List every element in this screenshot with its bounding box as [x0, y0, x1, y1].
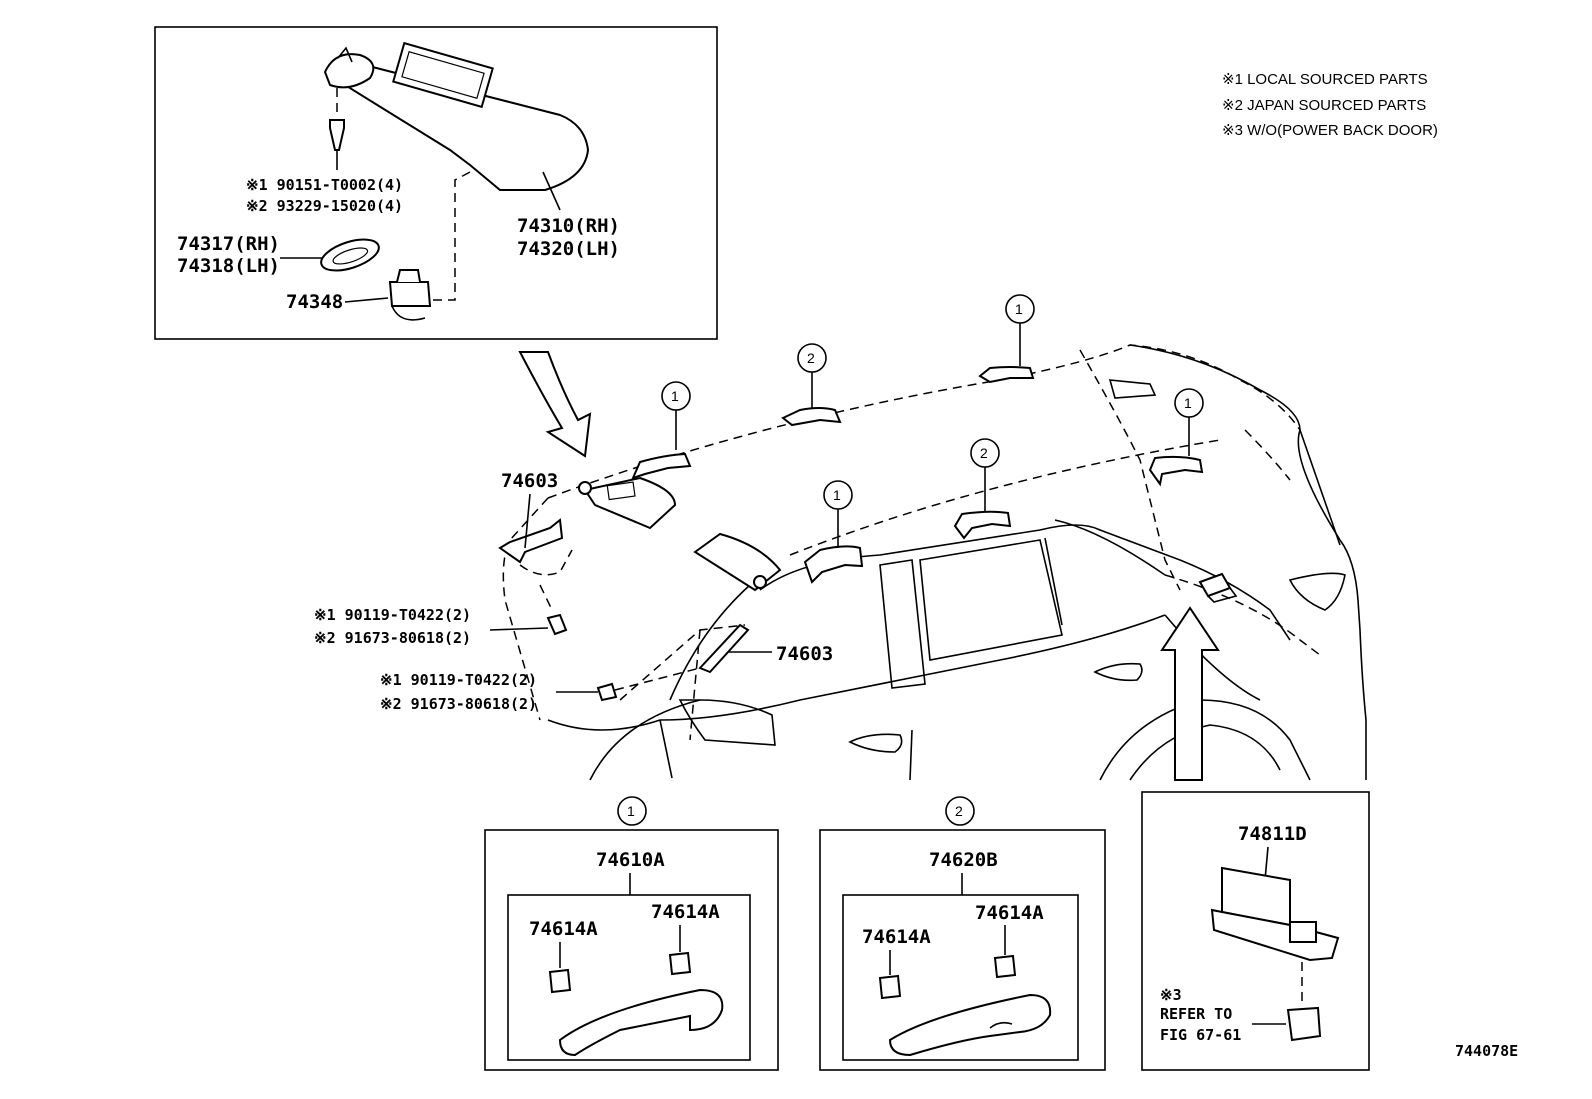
detail-3-note-line2: FIG 67-61	[1160, 1026, 1241, 1044]
svg-text:1: 1	[671, 388, 679, 404]
bolt-b-japan-part-number: ※2 91673-80618(2)	[380, 695, 537, 713]
callout-1-marker	[1005, 294, 1035, 324]
detail-2-clip-left-part-number: 74614A	[862, 926, 931, 948]
detail-2-callout	[945, 796, 975, 826]
visor-lh-part-number: 74320(LH)	[517, 238, 620, 260]
notes-legend: ※1 LOCAL SOURCED PARTS ※2 JAPAN SOURCED …	[1222, 71, 1438, 139]
svg-text:2: 2	[807, 350, 815, 366]
detail-3-part-number: 74811D	[1238, 823, 1307, 845]
holder-part-number: 74348	[286, 291, 343, 313]
svg-text:2: 2	[980, 445, 988, 461]
detail-1-clip-left-part-number: 74614A	[529, 918, 598, 940]
cover-rh-part-number: 74317(RH)	[177, 233, 280, 255]
svg-text:1: 1	[1015, 301, 1023, 317]
switch-location-arrow	[1160, 606, 1220, 781]
screw-local-part-number: ※1 90151-T0002(4)	[246, 176, 403, 194]
sun-visor-detail-frame	[154, 26, 718, 340]
detail-3-frame	[1141, 791, 1370, 1071]
svg-text:1: 1	[627, 803, 635, 819]
detail-2-clip-right-part-number: 74614A	[975, 902, 1044, 924]
detail-1-assembly-part-number: 74610A	[596, 849, 665, 871]
callout-2-marker	[970, 438, 1000, 468]
figure-id: 744078E	[1455, 1042, 1518, 1060]
detail-2-grip-drawing	[888, 993, 1052, 1057]
svg-text:1: 1	[1184, 395, 1192, 411]
cover-lh-part-number: 74318(LH)	[177, 255, 280, 277]
callout-1-marker	[823, 480, 853, 510]
callout-2-marker	[797, 343, 827, 373]
visor-location-arrow	[518, 351, 592, 458]
detail-2-assist-grip: 2 74620B 74614A 74614A	[819, 796, 1106, 1071]
detail-1-assist-grip: 1 74610A 74614A 74614A	[484, 796, 779, 1071]
detail-1-frame	[484, 829, 779, 1071]
visor-rh-part-number: 74310(RH)	[517, 215, 620, 237]
svg-text:2: 2	[955, 803, 963, 819]
detail-3-door-switch: 74811D ※3 REFER TO FIG 67-61	[1141, 791, 1370, 1071]
bolt-a-japan-part-number: ※2 91673-80618(2)	[314, 629, 471, 647]
vehicle-door-switch	[1198, 572, 1238, 603]
detail-2-inner-frame	[842, 894, 1079, 1061]
visor-holder-drawing	[388, 281, 432, 307]
note-japan-sourced: ※2 JAPAN SOURCED PARTS	[1222, 97, 1426, 114]
vanity-mirror-drawing	[392, 41, 494, 109]
detail-3-note-line1: REFER TO	[1160, 1005, 1232, 1023]
callout-markers: 1 2 1 1 1 2	[661, 294, 1204, 548]
pillar-assist-grip-part-number: 74603	[776, 643, 833, 665]
vehicle-assist-grips	[498, 366, 1204, 702]
visor-cover-drawing	[320, 238, 380, 272]
detail-2-assembly-part-number: 74620B	[929, 849, 998, 871]
detail-1-callout	[617, 796, 647, 826]
note-local-sourced: ※1 LOCAL SOURCED PARTS	[1222, 71, 1428, 88]
svg-text:1: 1	[833, 487, 841, 503]
sun-visor-detail: ※1 90151-T0002(4) ※2 93229-15020(4) 7431…	[154, 26, 718, 340]
callout-1-marker	[661, 381, 691, 411]
bolt-b-local-part-number: ※1 90119-T0422(2)	[380, 671, 537, 689]
detail-1-inner-frame	[507, 894, 751, 1061]
bolt-a-local-part-number: ※1 90119-T0422(2)	[314, 606, 471, 624]
vehicle-roof-drawing	[502, 344, 1367, 781]
callout-1-marker	[1174, 388, 1204, 418]
detail-3-note-mark: ※3	[1160, 986, 1182, 1004]
note-without-power-back-door: ※3 W/O(POWER BACK DOOR)	[1222, 122, 1438, 139]
detail-2-frame	[819, 829, 1106, 1071]
screw-japan-part-number: ※2 93229-15020(4)	[246, 197, 403, 215]
detail-1-clip-right-part-number: 74614A	[651, 901, 720, 923]
detail-1-grip-drawing	[558, 988, 724, 1057]
vehicle-sun-visors	[578, 476, 782, 592]
screw-drawing	[329, 119, 345, 151]
front-assist-grip-part-number: 74603	[501, 470, 558, 492]
main-labels: 74603 74603 ※1 90119-T0422(2) ※2 91673-8…	[314, 470, 833, 713]
